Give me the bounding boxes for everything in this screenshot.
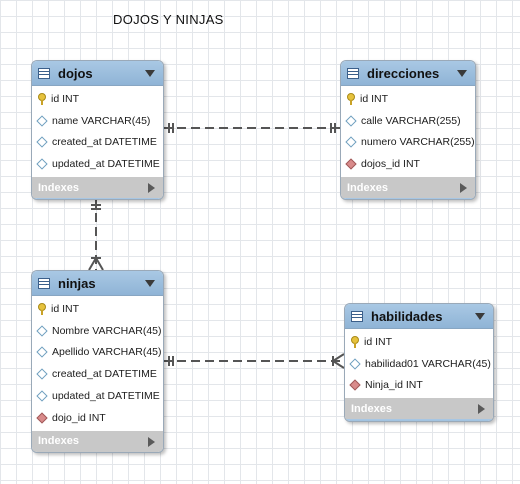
column-row[interactable]: calle VARCHAR(255) xyxy=(341,110,475,132)
column-row[interactable]: habilidad01 VARCHAR(45) xyxy=(345,353,493,375)
rel-dojos-ninjas xyxy=(88,199,104,271)
column-diamond-icon xyxy=(36,390,48,402)
table-icon xyxy=(38,67,50,79)
indexes-section[interactable]: Indexes xyxy=(32,177,163,199)
collapse-arrow-icon[interactable] xyxy=(145,280,155,287)
expand-arrow-icon[interactable] xyxy=(478,404,485,415)
column-diamond-icon xyxy=(345,115,357,127)
column-label: Nombre VARCHAR(45) xyxy=(52,324,162,337)
primary-key-icon xyxy=(38,302,46,315)
indexes-label: Indexes xyxy=(38,181,79,194)
table-footer xyxy=(341,198,475,199)
column-row[interactable]: Nombre VARCHAR(45) xyxy=(32,320,163,342)
table-footer xyxy=(32,198,163,199)
column-diamond-icon xyxy=(36,346,48,359)
table-ninjas-header[interactable]: ninjas xyxy=(32,271,163,296)
table-ninjas[interactable]: ninjas id INT Nombre VARCHAR(45) Apellid… xyxy=(31,270,164,453)
table-direcciones[interactable]: direcciones id INT calle VARCHAR(255) nu… xyxy=(340,60,476,200)
expand-arrow-icon[interactable] xyxy=(460,183,467,194)
table-name: direcciones xyxy=(367,65,440,81)
column-label: id INT xyxy=(364,335,393,348)
column-row[interactable]: dojo_id INT xyxy=(32,407,163,429)
table-habilidades-header[interactable]: habilidades xyxy=(345,304,493,329)
rel-ninjas-habilidades xyxy=(163,353,345,369)
table-name: ninjas xyxy=(58,275,96,291)
table-direcciones-header[interactable]: direcciones xyxy=(341,61,475,86)
column-diamond-icon xyxy=(36,158,48,170)
column-row[interactable]: updated_at DATETIME xyxy=(32,153,163,175)
column-label: dojos_id INT xyxy=(361,158,420,171)
column-label: updated_at DATETIME xyxy=(52,390,160,403)
column-row[interactable]: id INT xyxy=(32,298,163,320)
indexes-label: Indexes xyxy=(351,402,392,415)
indexes-section[interactable]: Indexes xyxy=(345,398,493,420)
expand-arrow-icon[interactable] xyxy=(148,436,155,447)
column-row[interactable]: created_at DATETIME xyxy=(32,132,163,154)
table-dojos[interactable]: dojos id INT name VARCHAR(45) created_at… xyxy=(31,60,164,200)
table-dojos-header[interactable]: dojos xyxy=(32,61,163,86)
expand-arrow-icon[interactable] xyxy=(148,183,155,194)
table-footer xyxy=(32,451,163,452)
indexes-section[interactable]: Indexes xyxy=(341,177,475,199)
diagram-title: DOJOS Y NINJAS xyxy=(113,12,224,27)
column-diamond-icon xyxy=(345,136,357,149)
indexes-section[interactable]: Indexes xyxy=(32,430,163,452)
column-label: id INT xyxy=(360,92,389,105)
column-diamond-icon xyxy=(36,368,48,380)
table-footer xyxy=(345,419,493,421)
column-label: name VARCHAR(45) xyxy=(52,114,151,127)
column-label: created_at DATETIME xyxy=(52,368,157,381)
column-label: id INT xyxy=(51,92,80,105)
column-diamond-icon xyxy=(349,358,361,370)
rel-dojos-direcciones xyxy=(163,123,341,133)
column-row[interactable]: numero VARCHAR(255) xyxy=(341,132,475,154)
collapse-arrow-icon[interactable] xyxy=(145,70,155,77)
table-name: habilidades xyxy=(371,308,443,324)
column-row[interactable]: id INT xyxy=(341,88,475,110)
column-diamond-icon xyxy=(36,325,48,337)
collapse-arrow-icon[interactable] xyxy=(475,313,485,320)
foreign-key-icon xyxy=(36,412,48,424)
table-icon xyxy=(38,277,50,289)
table-icon xyxy=(351,310,363,322)
column-label: Ninja_id INT xyxy=(365,379,423,392)
column-row[interactable]: id INT xyxy=(345,331,493,353)
column-label: dojo_id INT xyxy=(52,411,106,424)
column-label: updated_at DATETIME xyxy=(52,158,160,171)
column-row[interactable]: created_at DATETIME xyxy=(32,363,163,385)
indexes-label: Indexes xyxy=(347,181,388,194)
primary-key-icon xyxy=(347,92,355,105)
column-row[interactable]: Ninja_id INT xyxy=(345,375,493,397)
column-diamond-icon xyxy=(36,115,48,127)
table-icon xyxy=(347,67,359,79)
column-diamond-icon xyxy=(36,136,48,149)
column-row[interactable]: id INT xyxy=(32,88,163,110)
column-row[interactable]: dojos_id INT xyxy=(341,153,475,175)
primary-key-icon xyxy=(38,92,46,105)
column-label: habilidad01 VARCHAR(45) xyxy=(365,357,491,370)
foreign-key-icon xyxy=(349,379,361,392)
primary-key-icon xyxy=(351,335,359,348)
column-label: id INT xyxy=(51,302,80,315)
table-habilidades[interactable]: habilidades id INT habilidad01 VARCHAR(4… xyxy=(344,303,494,422)
foreign-key-icon xyxy=(345,158,357,170)
column-label: Apellido VARCHAR(45) xyxy=(52,346,162,359)
column-label: created_at DATETIME xyxy=(52,136,157,149)
column-row[interactable]: updated_at DATETIME xyxy=(32,385,163,407)
column-row[interactable]: name VARCHAR(45) xyxy=(32,110,163,132)
column-row[interactable]: Apellido VARCHAR(45) xyxy=(32,342,163,364)
indexes-label: Indexes xyxy=(38,435,79,448)
table-name: dojos xyxy=(58,65,93,81)
column-label: numero VARCHAR(255) xyxy=(361,136,475,149)
collapse-arrow-icon[interactable] xyxy=(457,70,467,77)
column-label: calle VARCHAR(255) xyxy=(361,114,461,127)
